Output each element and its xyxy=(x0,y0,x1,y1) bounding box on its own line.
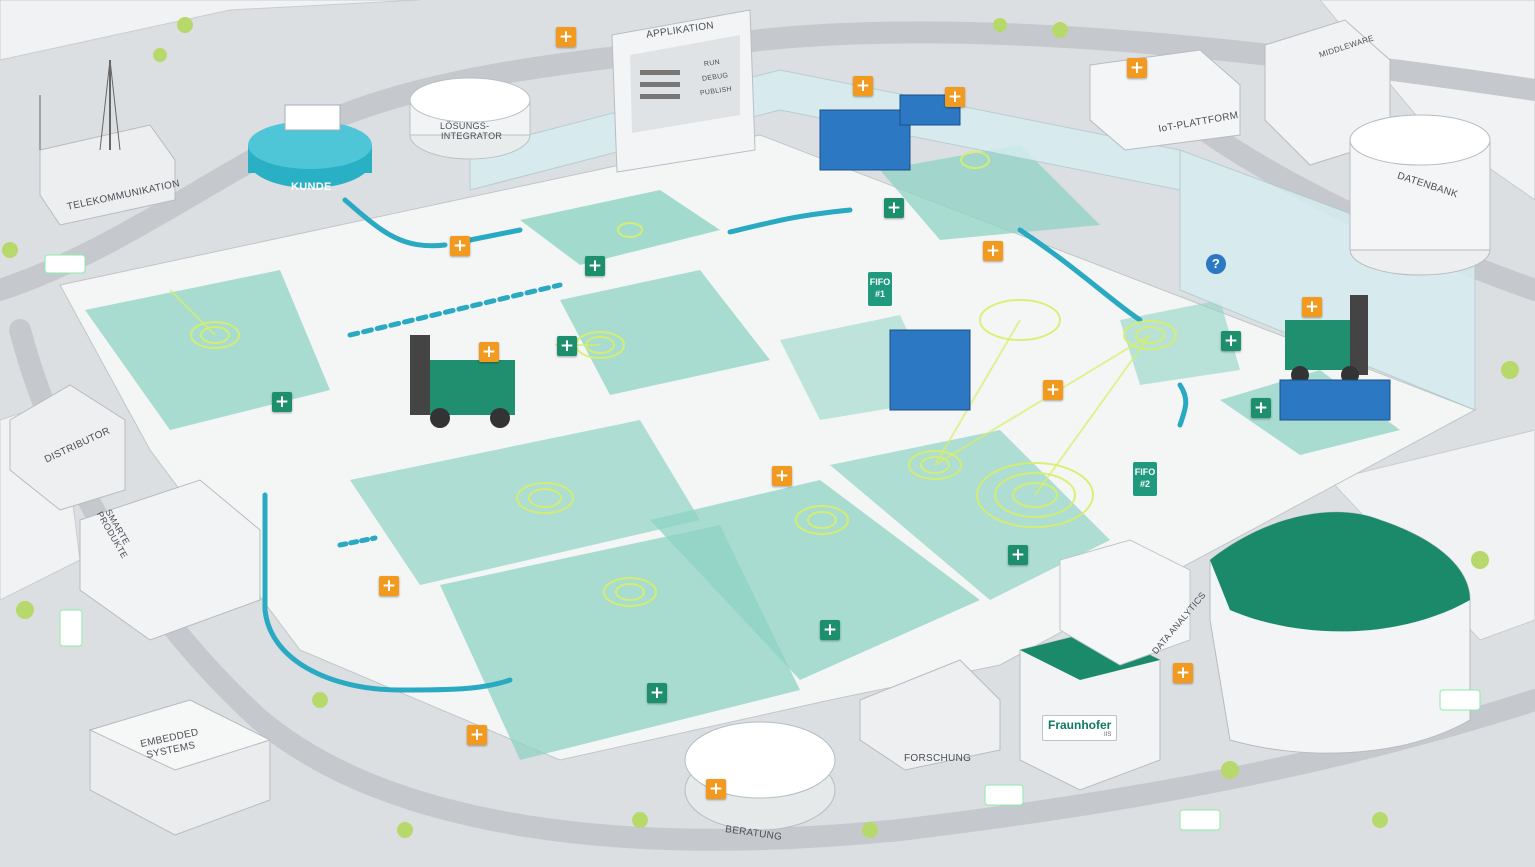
plus-icon: + xyxy=(1045,379,1061,400)
plus-icon: + xyxy=(855,75,871,96)
hotspot-green-assembly-line[interactable]: + xyxy=(1008,545,1028,565)
forschung-building xyxy=(859,659,1001,771)
forklift-left xyxy=(410,335,515,428)
fraunhofer-logo: Fraunhofer IIS xyxy=(1042,715,1118,741)
label-kunde: KUNDE xyxy=(291,181,332,193)
hotspot-green-shelf[interactable]: + xyxy=(1221,331,1241,351)
plus-icon: + xyxy=(559,335,575,356)
plus-icon: + xyxy=(1223,330,1239,351)
plus-icon: + xyxy=(1253,397,1269,418)
hotspot-orange-assembly[interactable]: + xyxy=(772,466,792,486)
datenbank-building xyxy=(1349,114,1491,276)
plus-icon: + xyxy=(558,26,574,47)
plus-icon: + xyxy=(708,778,724,799)
plus-icon: + xyxy=(1129,57,1145,78)
hotspot-orange-forklift-left[interactable]: + xyxy=(479,342,499,362)
plus-icon: + xyxy=(469,724,485,745)
hotspot-orange-forklift-right[interactable]: + xyxy=(1302,297,1322,317)
label-forschung: FORSCHUNG xyxy=(904,753,972,764)
hotspot-orange-pallets[interactable]: + xyxy=(467,725,487,745)
question-mark-icon: ? xyxy=(1206,254,1226,274)
hotspot-green-wareneingang[interactable]: + xyxy=(272,392,292,412)
hotspot-green-control-room[interactable]: + xyxy=(557,336,577,356)
plus-icon: + xyxy=(886,197,902,218)
iot-platform-building xyxy=(1089,49,1241,151)
hotspot-orange-fraunhofer[interactable]: + xyxy=(1173,663,1193,683)
hotspot-orange-beratung[interactable]: + xyxy=(706,779,726,799)
plus-icon: + xyxy=(452,235,468,256)
hotspot-orange-loesungsintegrator[interactable]: + xyxy=(556,27,576,47)
plus-icon: + xyxy=(649,682,665,703)
hotspot-green-versand[interactable]: + xyxy=(1251,398,1271,418)
hotspot-orange-iot[interactable]: + xyxy=(1127,58,1147,78)
hotspot-orange-lager-1[interactable]: + xyxy=(853,76,873,96)
plus-icon: + xyxy=(274,391,290,412)
plus-icon: + xyxy=(774,465,790,486)
plus-icon: + xyxy=(381,575,397,596)
hotspot-green-lager[interactable]: + xyxy=(884,198,904,218)
kunde-platform xyxy=(248,104,372,188)
fifo-1-text: FIFO xyxy=(869,277,891,287)
smarte-produkte-building xyxy=(79,479,261,641)
hotspot-orange-picking[interactable]: + xyxy=(379,576,399,596)
plus-icon: + xyxy=(822,619,838,640)
hotspot-orange-supermarket[interactable]: + xyxy=(1043,380,1063,400)
fraunhofer-name: Fraunhofer xyxy=(1048,718,1112,732)
plus-icon: + xyxy=(947,86,963,107)
fraunhofer-building xyxy=(1019,511,1471,791)
plus-icon: + xyxy=(1010,544,1026,565)
applikation-panel xyxy=(611,9,756,173)
hotspot-green-cart[interactable]: + xyxy=(820,620,840,640)
plus-icon: + xyxy=(481,341,497,362)
fifo-sign-2: FIFO #2 xyxy=(1133,462,1157,496)
signal-beams xyxy=(169,289,1151,496)
plus-icon: + xyxy=(1175,662,1191,683)
fraunhofer-sub: IIS xyxy=(1104,732,1112,738)
hotspot-orange-lager-2[interactable]: + xyxy=(945,87,965,107)
label-loesungsintegrator-line1: LÖSUNGS- xyxy=(440,121,490,131)
fifo-1-number: #1 xyxy=(874,289,885,299)
factory-floor xyxy=(59,134,1477,761)
fifo-2-text: FIFO xyxy=(1134,467,1156,477)
distributor-building xyxy=(9,384,126,511)
telekommunikation-building xyxy=(39,59,176,226)
fifo-2-number: #2 xyxy=(1139,479,1150,489)
hotspot-orange-kanban[interactable]: + xyxy=(983,241,1003,261)
cars xyxy=(44,254,1481,831)
forklift-right xyxy=(1285,295,1368,384)
hotspot-green-picking-floor[interactable]: + xyxy=(647,683,667,703)
hotspot-orange-transport[interactable]: + xyxy=(450,236,470,256)
loesungsintegrator-platform xyxy=(409,77,531,160)
plus-icon: + xyxy=(587,255,603,276)
embedded-systems-building xyxy=(88,699,272,836)
label-loesungsintegrator-line2: INTEGRATOR xyxy=(441,131,503,141)
beratung-platform xyxy=(684,721,836,831)
flow-arrows xyxy=(262,197,1189,693)
plus-icon: + xyxy=(1304,296,1320,317)
data-analytics-building xyxy=(1059,539,1191,666)
trees xyxy=(2,17,1519,838)
fifo-sign-1: FIFO #1 xyxy=(868,272,892,306)
plus-icon: + xyxy=(985,240,1001,261)
hotspot-green-workstation[interactable]: + xyxy=(585,256,605,276)
